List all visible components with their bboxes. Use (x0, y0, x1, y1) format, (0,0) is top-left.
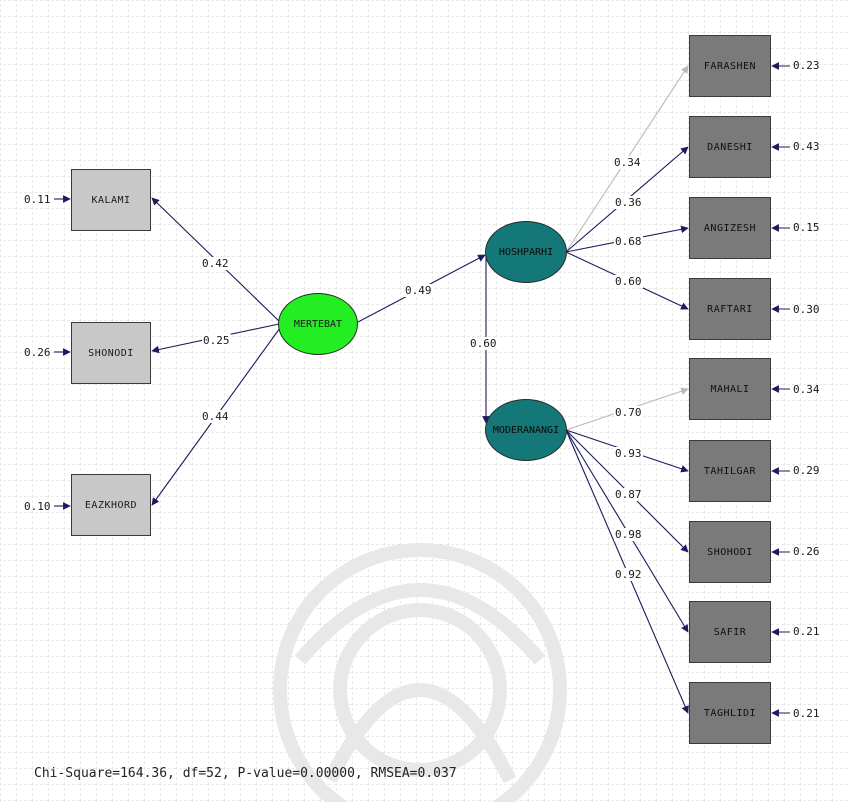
fit-statistics: Chi-Square=164.36, df=52, P-value=0.0000… (34, 766, 457, 781)
latent-moderanangi[interactable]: MODERANANGI (485, 399, 567, 461)
error-kalami: 0.11 (24, 193, 51, 206)
indicator-kalami[interactable]: KALAMI (71, 169, 151, 231)
error-safir: 0.21 (793, 625, 820, 638)
loading-eazkhord: 0.44 (201, 410, 230, 423)
loading-farashen: 0.34 (613, 156, 642, 169)
loading-taghlidi: 0.92 (614, 568, 643, 581)
indicator-mahali[interactable]: MAHALI (689, 358, 771, 420)
indicator-tahilgar[interactable]: TAHILGAR (689, 440, 771, 502)
indicator-daneshi[interactable]: DANESHI (689, 116, 771, 178)
error-taghlidi: 0.21 (793, 707, 820, 720)
loading-safir: 0.98 (614, 528, 643, 541)
path-mertebat-hoshparhi: 0.49 (404, 284, 433, 297)
error-daneshi: 0.43 (793, 140, 820, 153)
path-hoshparhi-moderanangi: 0.60 (469, 337, 498, 350)
loading-shohodi: 0.87 (614, 488, 643, 501)
error-tahilgar: 0.29 (793, 464, 820, 477)
loading-shonodi: 0.25 (202, 334, 231, 347)
watermark-ornament (273, 543, 567, 802)
loading-daneshi: 0.36 (614, 196, 643, 209)
indicator-taghlidi[interactable]: TAGHLIDI (689, 682, 771, 744)
error-shonodi: 0.26 (24, 346, 51, 359)
latent-hoshparhi[interactable]: HOSHPARHI (485, 221, 567, 283)
indicator-angizesh[interactable]: ANGIZESH (689, 197, 771, 259)
indicator-eazkhord[interactable]: EAZKHORD (71, 474, 151, 536)
loading-mahali: 0.70 (614, 406, 643, 419)
loading-kalami: 0.42 (201, 257, 230, 270)
loading-angizesh: 0.68 (614, 235, 643, 248)
error-mahali: 0.34 (793, 383, 820, 396)
indicator-shohodi[interactable]: SHOHODI (689, 521, 771, 583)
error-farashen: 0.23 (793, 59, 820, 72)
indicator-raftari[interactable]: RAFTARI (689, 278, 771, 340)
error-angizesh: 0.15 (793, 221, 820, 234)
loading-tahilgar: 0.93 (614, 447, 643, 460)
indicator-safir[interactable]: SAFIR (689, 601, 771, 663)
loading-raftari: 0.60 (614, 275, 643, 288)
error-eazkhord: 0.10 (24, 500, 51, 513)
indicator-shonodi[interactable]: SHONODI (71, 322, 151, 384)
indicator-farashen[interactable]: FARASHEN (689, 35, 771, 97)
error-shohodi: 0.26 (793, 545, 820, 558)
error-raftari: 0.30 (793, 303, 820, 316)
latent-mertebat[interactable]: MERTEBAT (278, 293, 358, 355)
